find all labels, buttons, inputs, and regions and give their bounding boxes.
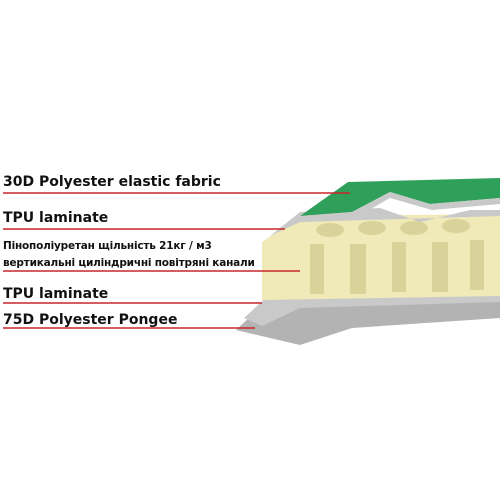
label-bottom-laminate: TPU laminate — [3, 286, 109, 302]
elastic-fabric-edge — [300, 192, 500, 222]
pongee-layer — [236, 300, 500, 345]
air-channel-shadow — [432, 242, 448, 292]
bottom-laminate-layer — [244, 292, 500, 326]
label-air-channels: вертикальні циліндричні повітряні канали — [3, 257, 255, 269]
air-channel-hole — [358, 221, 386, 235]
air-channel-hole — [316, 223, 344, 237]
air-channel-shadow — [470, 240, 484, 290]
air-channel-hole — [400, 221, 428, 235]
air-channel-shadow — [392, 242, 406, 292]
air-channel-shadow — [310, 244, 324, 294]
label-foam-density: Пінополіуретан щільність 21кг / м3 — [3, 240, 212, 252]
label-pongee: 75D Polyester Pongee — [3, 312, 178, 328]
foam-front-face — [262, 238, 500, 300]
air-channel-shadow — [350, 244, 366, 294]
air-channel-hole — [442, 219, 470, 233]
elastic-fabric-layer — [300, 178, 500, 216]
label-top-laminate: TPU laminate — [3, 210, 109, 226]
label-elastic-fabric: 30D Polyester elastic fabric — [3, 174, 221, 190]
